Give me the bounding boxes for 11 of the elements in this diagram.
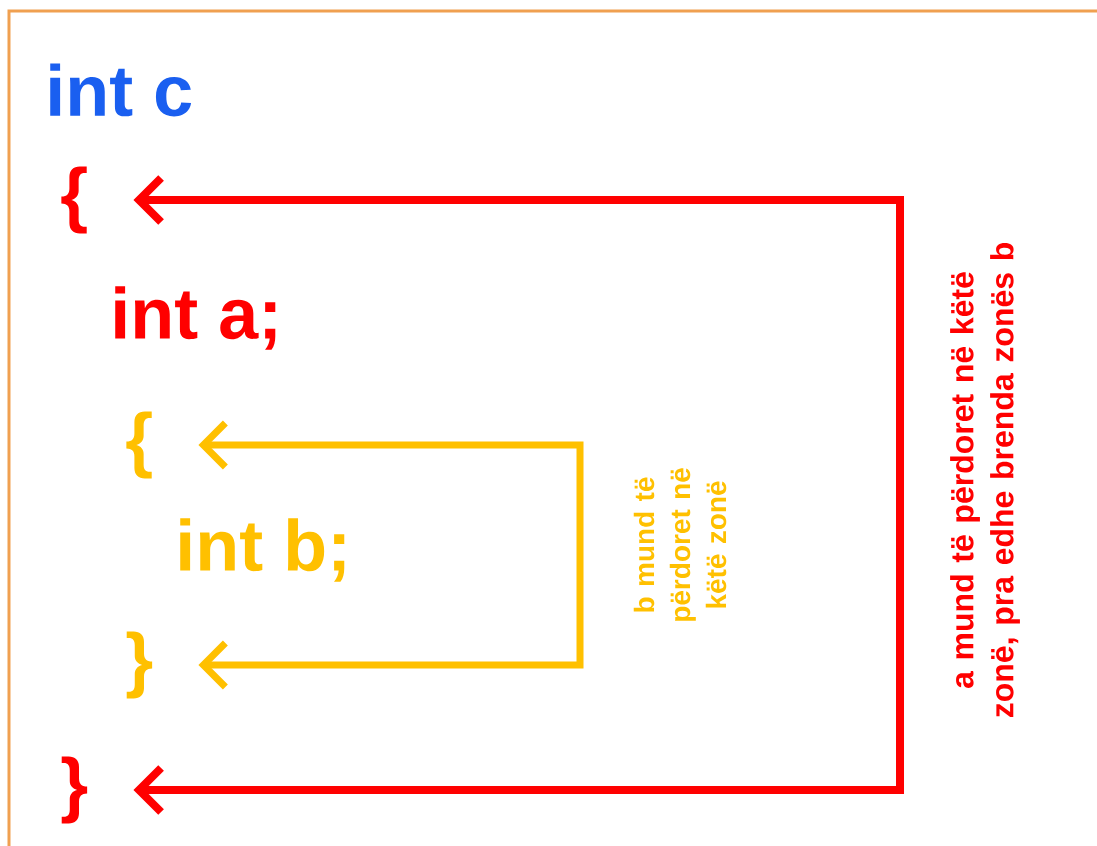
brace: { <box>126 411 152 479</box>
bracket-arrow <box>133 175 904 815</box>
bracket-arrow <box>198 420 584 690</box>
brace: } <box>126 631 153 699</box>
edge-label: b mund të përdoret në këtë zonë <box>633 468 727 621</box>
brace: } <box>61 756 88 824</box>
code-text: int a; <box>115 286 276 350</box>
brace: { <box>61 166 87 234</box>
code-text: int b; <box>180 518 345 582</box>
code-text: int c <box>50 63 192 117</box>
edge-label: a mund të përdoret në këtë zonë, pra edhe brenda zonës b <box>950 243 1020 717</box>
